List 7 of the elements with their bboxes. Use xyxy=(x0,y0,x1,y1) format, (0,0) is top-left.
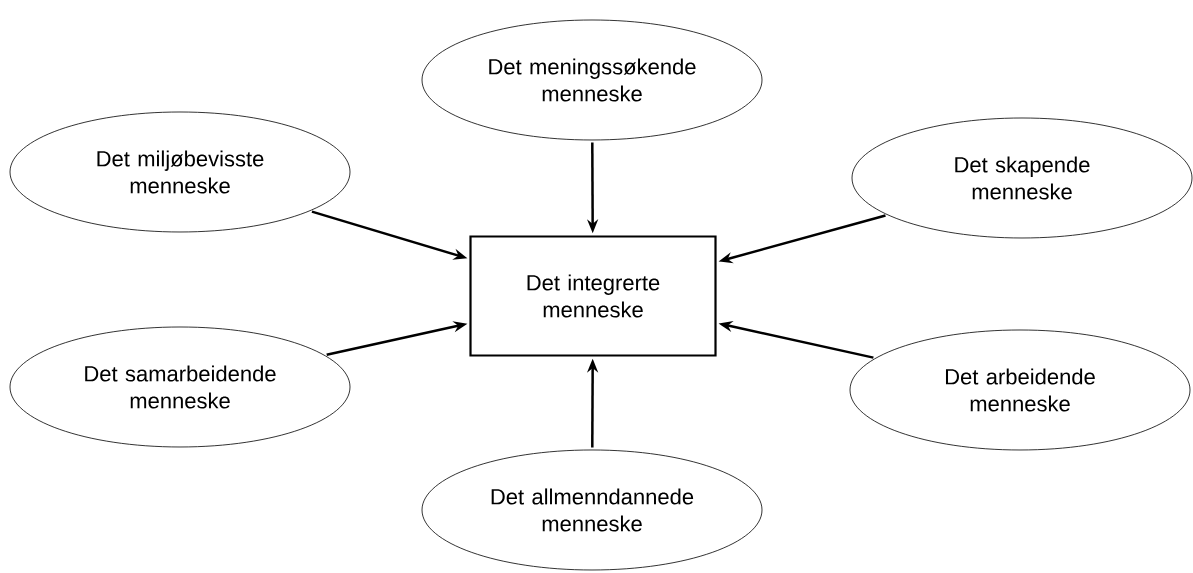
ellipse-node: Det samarbeidende menneske xyxy=(9,326,351,448)
ellipse-node: Det miljøbevisste menneske xyxy=(9,111,351,233)
ellipse-node: Det skapende menneske xyxy=(851,117,1193,239)
ellipse-node: Det arbeidende menneske xyxy=(849,329,1191,451)
ellipse-node: Det meningssøkende menneske xyxy=(421,19,763,141)
center-box: Det integrerte menneske xyxy=(469,235,717,357)
ellipse-node: Det allmenndannede menneske xyxy=(421,449,763,571)
